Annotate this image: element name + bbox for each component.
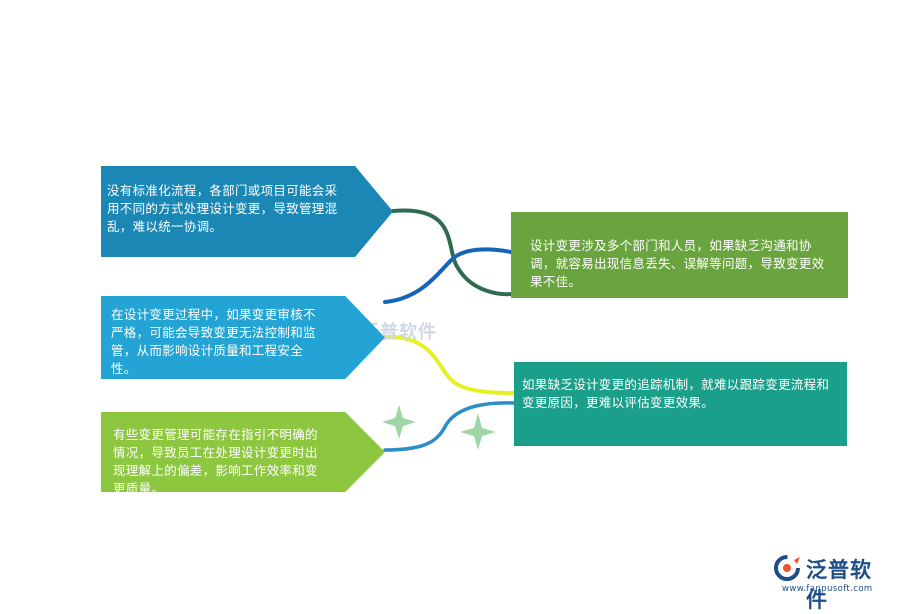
curve-left1-to-right1	[391, 208, 513, 297]
problem-text: 如果缺乏设计变更的追踪机制，就难以跟踪变更流程和变更原因，更难以评估变更效果。	[522, 377, 830, 410]
logo-url: www.fanpusoft.com	[782, 584, 873, 594]
problem-text: 有些变更管理可能存在指引不明确的情况，导致员工在处理设计变更时出现理解上的偏差，…	[113, 427, 318, 492]
curve-left3-to-right2	[383, 401, 516, 452]
fanpu-logo-icon	[774, 555, 800, 581]
problem-box-right-2: 如果缺乏设计变更的追踪机制，就难以跟踪变更流程和变更原因，更难以评估变更效果。	[514, 362, 847, 446]
problem-box-right-1: 设计变更涉及多个部门和人员，如果缺乏沟通和协调，就容易出现信息丢失、误解等问题，…	[511, 212, 848, 298]
problem-text: 设计变更涉及多个部门和人员，如果缺乏沟通和协调，就容易出现信息丢失、误解等问题，…	[530, 238, 825, 289]
problem-box-left-2: 在设计变更过程中，如果变更审核不严格，可能会导致变更无法控制和监管，从而影响设计…	[101, 296, 385, 379]
problem-box-left-1: 没有标准化流程，各部门或项目可能会采用不同的方式处理设计变更，导致管理混乱，难以…	[101, 166, 393, 257]
problem-text: 在设计变更过程中，如果变更审核不严格，可能会导致变更无法控制和监管，从而影响设计…	[111, 307, 316, 376]
curve-left2-to-right1	[383, 247, 513, 304]
connector-curves	[382, 208, 516, 452]
sparkle-icon	[460, 413, 496, 450]
sparkle-icon	[382, 405, 416, 439]
problem-text: 没有标准化流程，各部门或项目可能会采用不同的方式处理设计变更，导致管理混乱，难以…	[107, 183, 338, 234]
problem-box-left-3: 有些变更管理可能存在指引不明确的情况，导致员工在处理设计变更时出现理解上的偏差，…	[101, 412, 385, 492]
curve-left2-to-right2	[383, 334, 516, 395]
brand-logo: 泛普软件 www.fanpusoft.com	[772, 553, 890, 612]
